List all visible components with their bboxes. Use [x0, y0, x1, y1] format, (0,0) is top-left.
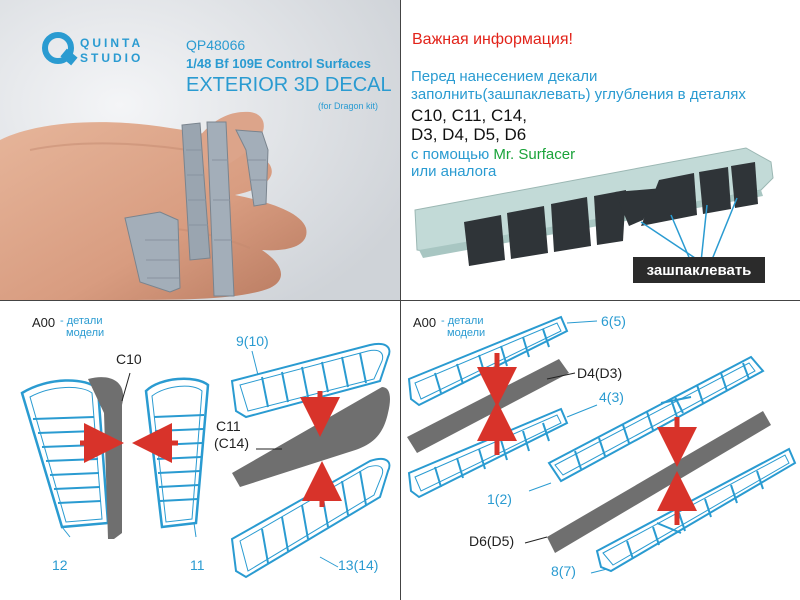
product-title: 1/48 Bf 109E Control Surfaces: [186, 56, 371, 71]
left-parts-drawing: [20, 343, 391, 579]
parts-line2: D3, D4, D5, D6: [411, 125, 527, 144]
part-piece: [206, 121, 235, 297]
hand-photo: [0, 0, 400, 300]
parts-line1: C10, C11, C14,: [411, 106, 527, 125]
surface-illustration: [414, 147, 774, 283]
info-line1: Перед нанесением декали: [411, 68, 598, 85]
with-line: с помощью Mr. Surfacer: [411, 146, 575, 163]
part-piece: [235, 129, 269, 207]
brand-bottom: STUDIO: [80, 51, 144, 65]
label-13-14: 13(14): [338, 557, 379, 573]
label-c10: C10: [116, 351, 142, 367]
info-heading: Важная информация!: [412, 31, 573, 48]
product-type: EXTERIOR 3D DECAL: [186, 74, 392, 96]
label-1-2: 1(2): [487, 491, 512, 507]
right-section-label: A00: [413, 315, 437, 330]
label-12: 12: [52, 557, 68, 573]
left-note-line1: - детали: [60, 315, 103, 327]
photo-panel: QUINTA STUDIO QP48066 1/48 Bf 109E Contr…: [0, 0, 400, 300]
info-panel: Важная информация! Перед нанесением дека…: [400, 0, 800, 300]
quinta-logo-icon: [42, 32, 78, 66]
right-note-line1: - детали: [441, 315, 484, 327]
label-c11: C11: [216, 418, 241, 434]
part-piece: [124, 211, 181, 293]
label-4-3: 4(3): [599, 389, 624, 405]
label-c14: (C14): [214, 435, 250, 451]
label-d6-d5: D6(D5): [469, 533, 515, 549]
right-note-line2: модели: [447, 327, 486, 339]
product-name: Mr. Surfacer: [493, 146, 576, 163]
label-6-5: 6(5): [601, 313, 626, 329]
label-d4-d3: D4(D3): [577, 365, 623, 381]
brand-top: QUINTA: [80, 36, 144, 50]
left-note-line2: модели: [66, 327, 105, 339]
label-9-10: 9(10): [236, 333, 269, 349]
or-analog: или аналога: [411, 163, 497, 180]
putty-badge: зашпаклевать: [646, 262, 752, 279]
label-8-7: 8(7): [551, 563, 576, 579]
with-prefix: с помощью: [411, 146, 494, 163]
info-line2: заполнить(зашпаклевать) углубления в дет…: [411, 86, 746, 103]
label-11: 11: [190, 557, 205, 573]
right-diagram-panel: A00 - детали модели 6(5) D4(D3) 4(3) 1(2…: [400, 300, 800, 600]
right-parts-drawing: [407, 315, 797, 574]
left-section-label: A00: [32, 315, 56, 330]
left-diagram-panel: A00 - детали модели C10 9(10) C11 (C14) …: [0, 300, 400, 600]
part-piece: [181, 122, 211, 261]
kit-note: (for Dragon kit): [318, 101, 379, 111]
product-code: QP48066: [186, 37, 246, 53]
